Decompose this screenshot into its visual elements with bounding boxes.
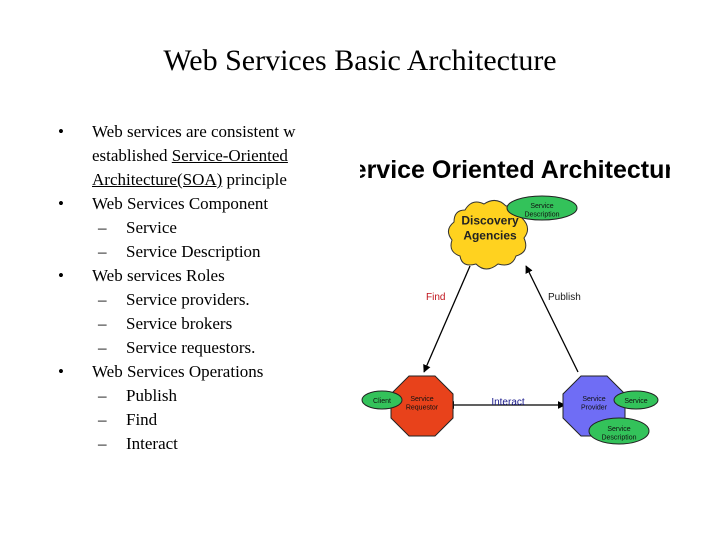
bullet-item: • Web Services Component xyxy=(58,192,330,216)
client-ellipse xyxy=(361,390,403,410)
service-label: Service xyxy=(624,398,647,405)
dash: – xyxy=(98,434,107,453)
dash: – xyxy=(98,290,107,309)
sub-bullet: –Service providers. xyxy=(58,288,330,312)
sub-bullet: –Service xyxy=(58,216,330,240)
sub-bullet: –Find xyxy=(58,408,330,432)
interact-label: Interact xyxy=(491,397,525,408)
sub-bullet-text: Publish xyxy=(126,386,178,405)
sub-bullet: –Service Description xyxy=(58,240,330,264)
find-arrow xyxy=(423,265,471,373)
bullet-continuation: Architecture(SOA) principle xyxy=(58,168,330,192)
sub-bullet-text: Find xyxy=(126,410,158,429)
soa-link[interactable]: Service-Oriented xyxy=(171,146,288,165)
publish-arrow xyxy=(525,265,579,373)
sub-bullet-text: Interact xyxy=(126,434,178,453)
bullet-dot: • xyxy=(58,194,64,213)
service-ellipse xyxy=(613,390,659,410)
bullet-list: • Web services are consistent w establis… xyxy=(58,120,330,460)
sub-bullet-text: Service brokers xyxy=(126,314,233,333)
sub-bullet: –Service requestors. xyxy=(58,336,330,360)
bullet-text: Web services are consistent w xyxy=(92,122,296,141)
sub-bullet-text: Service requestors. xyxy=(126,338,256,357)
discovery-cloud-shape xyxy=(448,200,528,270)
dash: – xyxy=(98,338,107,357)
find-label: Find xyxy=(426,292,445,303)
bullet-text: Web Services Component xyxy=(92,194,269,213)
bullet-continuation: established Service-Oriented xyxy=(58,144,330,168)
bullet-dot: • xyxy=(58,362,64,381)
sub-bullet: –Service brokers xyxy=(58,312,330,336)
soa-link[interactable]: Architecture(SOA) xyxy=(92,170,223,189)
soa-diagram: Service Oriented Architecture Find Publi… xyxy=(360,156,670,445)
service-description-bottom-ellipse xyxy=(588,417,650,445)
dash: – xyxy=(98,242,107,261)
client-label: Client xyxy=(373,398,391,405)
client-node: Client xyxy=(361,390,403,410)
slide-title: Web Services Basic Architecture xyxy=(163,44,557,77)
bullet-item: • Web services are consistent w xyxy=(58,120,330,144)
service-description-top-ellipse xyxy=(506,195,578,221)
service-node: Service xyxy=(613,390,659,410)
bullet-item: • Web Services Operations xyxy=(58,360,330,384)
bullet-text: established xyxy=(92,146,172,165)
sub-bullet-text: Service providers. xyxy=(126,290,250,309)
dash: – xyxy=(98,386,107,405)
sub-bullet-text: Service Description xyxy=(126,242,261,261)
bullet-text: Web Services Operations xyxy=(92,362,264,381)
sub-bullet: –Interact xyxy=(58,432,330,456)
bullet-text: principle xyxy=(222,170,287,189)
bullet-dot: • xyxy=(58,266,64,285)
sub-bullet-text: Service xyxy=(126,218,177,237)
publish-label: Publish xyxy=(548,292,581,303)
dash: – xyxy=(98,410,107,429)
bullet-item: • Web services Roles xyxy=(58,264,330,288)
bullet-text: Web services Roles xyxy=(92,266,225,285)
dash: – xyxy=(98,218,107,237)
bullet-dot: • xyxy=(58,122,64,141)
dash: – xyxy=(98,314,107,333)
sub-bullet: –Publish xyxy=(58,384,330,408)
diagram-title: Service Oriented Architecture xyxy=(360,156,670,184)
